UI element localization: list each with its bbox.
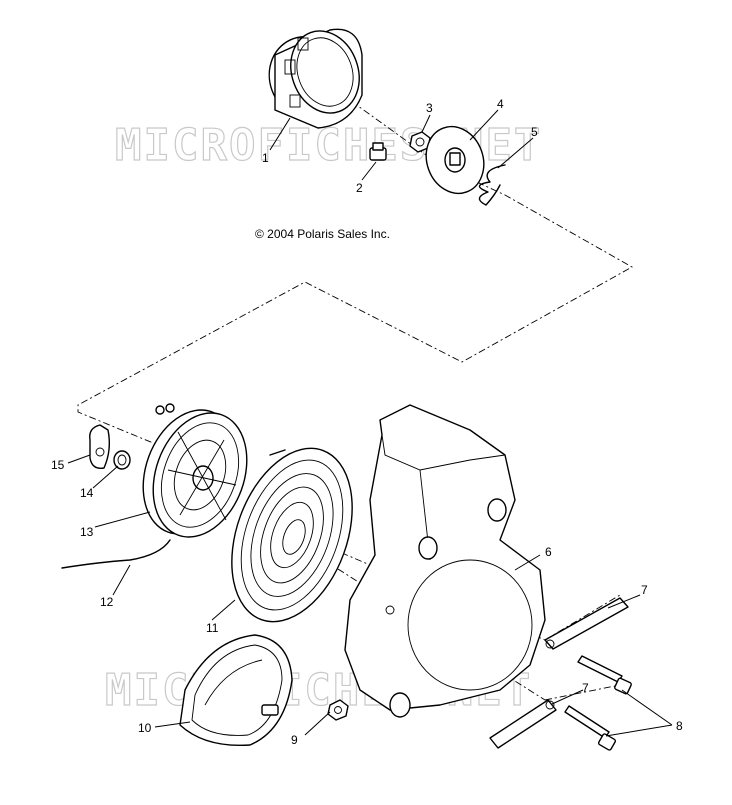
part-4-pulley [425, 125, 485, 195]
part-7-plate-lower [489, 699, 557, 749]
callout-15: 15 [51, 458, 65, 472]
callout-5: 5 [531, 125, 538, 139]
callout-14: 14 [80, 486, 94, 500]
part-6-housing [344, 404, 546, 718]
part-14-bushing [113, 450, 131, 470]
part-11-spring [231, 447, 353, 623]
callout-7-lower: 7 [582, 681, 589, 695]
part-5-clip [478, 164, 506, 206]
part-7-plate-upper [544, 597, 629, 650]
callout-6: 6 [545, 545, 552, 559]
callout-3: 3 [426, 101, 433, 115]
copyright-text: © 2004 Polaris Sales Inc. [255, 227, 390, 241]
part-1-starter-cup [268, 28, 363, 129]
part-12-rope [61, 539, 171, 569]
part-13-reel [142, 403, 248, 538]
callout-7-upper: 7 [641, 583, 648, 597]
callout-9: 9 [291, 733, 298, 747]
callout-4: 4 [497, 97, 504, 111]
callout-11: 11 [206, 621, 219, 635]
callout-10: 10 [138, 721, 152, 735]
part-8-bolts [564, 655, 632, 751]
part-10-handle [179, 634, 293, 747]
callout-1: 1 [262, 151, 269, 165]
part-2-bolt [369, 142, 387, 161]
callout-2: 2 [356, 181, 363, 195]
part-15-pawl [89, 424, 111, 469]
callout-12: 12 [100, 595, 114, 609]
callout-13: 13 [80, 525, 94, 539]
callout-8: 8 [676, 719, 683, 733]
callout-labels: 1 2 3 4 5 6 7 7 8 9 10 11 12 13 14 15 [51, 97, 683, 747]
callout-leaders [67, 109, 673, 737]
